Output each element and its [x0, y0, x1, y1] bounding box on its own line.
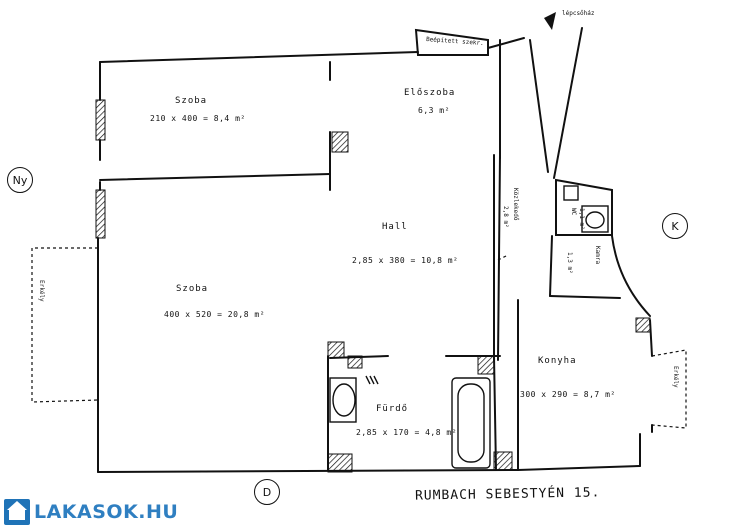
partition-horizontal — [99, 173, 331, 181]
bathtub-inner — [457, 383, 485, 463]
watermark-text: LAKASOK.HU — [34, 501, 179, 523]
balcony-right-label: Erkély — [672, 366, 679, 388]
pillar-2 — [327, 341, 345, 359]
room-kozlekedo-dims: 2,8 m² — [502, 206, 509, 228]
room-wc-name: WC — [570, 208, 577, 216]
wall-bath-right — [493, 355, 497, 471]
sink — [332, 383, 356, 417]
sink-box — [329, 377, 357, 423]
house-icon — [4, 499, 30, 525]
pillar-5 — [327, 453, 353, 473]
window-top-left — [95, 99, 106, 141]
window-left-lower — [95, 189, 106, 239]
entry-arrow — [544, 12, 556, 30]
wc-box — [555, 178, 613, 236]
wc-sink — [563, 185, 579, 201]
room-konyha-name: Konyha — [538, 356, 577, 366]
room-szoba-top-dims: 210 x 400 = 8,4 m² — [150, 114, 246, 123]
wall-bottom — [97, 465, 641, 473]
room-eloszoba-name: Előszoba — [404, 88, 456, 98]
pillar-3 — [347, 355, 363, 369]
stair-line-left — [529, 39, 549, 173]
room-wc-dims: 1,1 m² — [578, 208, 585, 230]
wall-top — [99, 51, 419, 63]
room-kozlekedo-name: Közlekedő — [512, 188, 519, 221]
room-kamra-name: Kamra — [594, 246, 601, 265]
room-hall-name: Hall — [382, 222, 408, 232]
room-szoba-top-name: Szoba — [175, 96, 208, 106]
room-kamra-dims: 1,3 m² — [566, 252, 573, 274]
compass-south: D — [254, 479, 280, 505]
wardrobe-box — [414, 28, 489, 56]
pillar-4 — [477, 355, 495, 375]
pillar-1 — [331, 131, 349, 153]
room-furdo-name: Fürdő — [376, 404, 409, 414]
room-szoba-main-dims: 400 x 520 = 20,8 m² — [164, 310, 266, 319]
watermark: LAKASOK.HU — [4, 498, 179, 526]
pillar-6 — [493, 451, 513, 471]
balcony-left — [31, 247, 99, 403]
stairwell-label: lépcsőház — [562, 10, 595, 17]
door-swing — [497, 254, 509, 261]
wall-kamra-left — [549, 235, 553, 297]
wall-top-right — [487, 37, 525, 49]
room-szoba-main-name: Szoba — [176, 284, 209, 294]
compass-east: K — [662, 213, 688, 239]
toilet-bowl — [585, 211, 605, 229]
balcony-left-label: Erkély — [38, 280, 45, 302]
room-eloszoba-dims: 6,3 m² — [418, 106, 450, 115]
radiator — [365, 375, 379, 385]
bathtub — [451, 377, 491, 469]
pillar-7 — [635, 317, 651, 333]
compass-west: Ny — [7, 167, 33, 193]
balcony-right — [651, 349, 687, 429]
wall-hall-right-a — [497, 154, 501, 361]
wall-kamra-bottom — [549, 295, 621, 299]
toilet — [581, 205, 609, 233]
room-furdo-dims: 2,85 x 170 = 4,8 m² — [356, 428, 458, 437]
stair-line-right — [553, 27, 583, 179]
room-hall-dims: 2,85 x 380 = 10,8 m² — [352, 256, 459, 265]
wall-kamra-curve — [611, 235, 651, 317]
room-konyha-dims: 300 x 290 = 8,7 m² — [520, 390, 616, 399]
